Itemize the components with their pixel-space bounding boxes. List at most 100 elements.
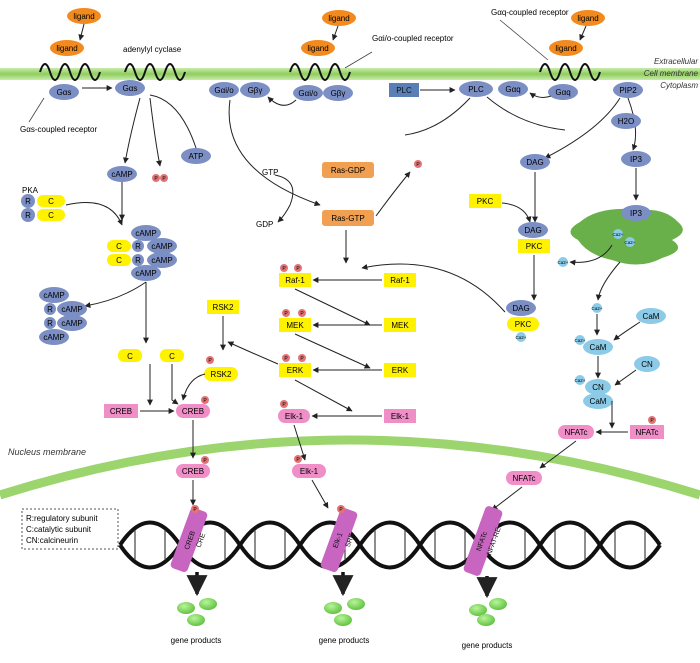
svg-text:PLC: PLC	[468, 85, 484, 94]
pka-camp-complex: cAMP C C R R cAMP cAMP cAMP	[107, 225, 177, 281]
creb-nucleus: CREB P	[176, 456, 210, 478]
cytoplasm-label: Cytoplasm	[660, 81, 698, 90]
svg-text:MEK: MEK	[391, 321, 409, 330]
gene-products-cluster-3	[469, 598, 507, 626]
gene-products-cluster-1	[177, 598, 217, 626]
svg-text:cAMP: cAMP	[151, 242, 172, 251]
svg-text:PKC: PKC	[526, 242, 543, 251]
gs-receptor-helix	[39, 63, 101, 81]
svg-text:Ca2+: Ca2+	[575, 378, 586, 383]
svg-text:SRE: SRE	[345, 532, 357, 548]
mek: MEK	[384, 318, 416, 332]
rsk2-phosphorylated: RSK2 P	[204, 356, 238, 381]
erk-phosphorylated: ERK P P	[279, 354, 311, 377]
ligand-bound-2: ligand	[301, 40, 335, 56]
svg-text:C: C	[116, 242, 122, 251]
svg-text:Gαi/o: Gαi/o	[214, 86, 234, 95]
svg-text:P: P	[282, 402, 286, 408]
pka-label: PKA	[22, 186, 39, 195]
svg-text:PKC: PKC	[515, 320, 532, 329]
svg-text:R: R	[25, 197, 31, 206]
ip3-at-er: IP3	[621, 205, 651, 221]
svg-text:P: P	[650, 418, 654, 424]
svg-text:cAMP: cAMP	[61, 319, 82, 328]
svg-text:Gαs: Gαs	[57, 88, 72, 97]
svg-text:Ca2+: Ca2+	[592, 306, 603, 311]
ligand-free-3: ligand	[571, 10, 605, 26]
plc-membrane-2: PLC	[459, 81, 493, 97]
svg-text:Raf-1: Raf-1	[285, 276, 305, 285]
erk: ERK	[384, 363, 416, 377]
svg-text:cAMP: cAMP	[43, 333, 64, 342]
nucleus-membrane-label: Nucleus membrane	[8, 447, 86, 457]
gio-at-receptor: Gαi/o	[293, 85, 323, 101]
svg-text:NFATc: NFATc	[513, 474, 536, 483]
calcium-in-er: Ca2+ Ca2+	[613, 229, 636, 247]
svg-text:CaM: CaM	[643, 312, 660, 321]
pka-holoenzyme: R R C C	[21, 194, 65, 222]
svg-text:Ras-GDP: Ras-GDP	[331, 166, 365, 175]
h2o: H2O	[611, 113, 641, 129]
nfatc-phosphorylated: NFATc P	[630, 416, 664, 439]
plc-membrane-1: PLC	[389, 83, 419, 97]
gaq-at-plc: Gαq	[498, 81, 528, 97]
creb-phosphorylated: CREB P	[176, 396, 210, 418]
calcium-cytosol-1: Ca2+	[558, 257, 569, 267]
svg-text:P: P	[296, 266, 300, 272]
svg-text:C: C	[48, 211, 54, 220]
rsk2: RSK2	[207, 300, 239, 314]
legend-item-catalytic: C:catalytic subunit	[26, 525, 92, 534]
legend-box	[21, 508, 119, 550]
svg-text:R: R	[47, 305, 53, 314]
svg-text:P: P	[203, 458, 207, 464]
svg-text:Raf-1: Raf-1	[390, 276, 410, 285]
gio-released: Gαi/o	[209, 82, 239, 98]
svg-text:P: P	[416, 162, 420, 168]
ca-cam-complex: Ca2+ CaM	[575, 335, 613, 355]
svg-text:P: P	[296, 457, 300, 463]
svg-text:R: R	[135, 256, 141, 265]
svg-text:cAMP: cAMP	[151, 256, 172, 265]
svg-text:CaM: CaM	[590, 397, 607, 406]
gas-at-receptor: Gαs	[49, 84, 79, 100]
svg-text:Ca2+: Ca2+	[516, 335, 527, 340]
ligand-free-2: ligand	[322, 10, 356, 26]
svg-text:cAMP: cAMP	[135, 229, 156, 238]
svg-text:DAG: DAG	[526, 158, 543, 167]
svg-text:C: C	[127, 352, 133, 361]
svg-text:PKC: PKC	[477, 197, 494, 206]
ligand-bound-3: ligand	[549, 40, 583, 56]
svg-text:CaM: CaM	[590, 343, 607, 352]
svg-text:CREB: CREB	[182, 467, 204, 476]
legend-item-regulatory: R:regulatory subunit	[26, 514, 98, 523]
svg-text:Ca2+: Ca2+	[558, 260, 569, 265]
svg-text:P: P	[339, 507, 343, 513]
svg-text:NFATc: NFATc	[636, 428, 659, 437]
gtp-label: GTP	[262, 168, 278, 177]
mek-phosphorylated: MEK P P	[279, 309, 311, 332]
nfatc-cytosol: NFATc	[558, 425, 594, 439]
cam-free: CaM	[636, 308, 666, 324]
svg-text:DAG: DAG	[512, 304, 529, 313]
svg-text:C: C	[116, 256, 122, 265]
gas-at-cyclase: Gαs	[115, 80, 145, 96]
pip2: PIP2	[613, 82, 643, 98]
ligand-free-1: ligand	[67, 8, 101, 24]
ca-cam-cn-complex: Ca2+ CN CaM	[575, 375, 613, 409]
nfatc-nucleus: NFATc	[506, 471, 542, 485]
svg-text:P: P	[208, 358, 212, 364]
svg-text:R: R	[47, 319, 53, 328]
svg-text:PIP2: PIP2	[619, 86, 637, 95]
gene-products-label-1: gene products	[171, 636, 222, 645]
svg-text:P: P	[300, 311, 304, 317]
dna-strand-1	[118, 520, 662, 570]
sre-element: Elk-1 SRE P	[320, 505, 358, 573]
raf1: Raf-1	[384, 273, 416, 287]
svg-text:Gαs: Gαs	[123, 84, 138, 93]
elk1: Elk-1	[384, 409, 416, 423]
svg-text:CN: CN	[592, 383, 604, 392]
dag-pkc-complex-1: DAG PKC	[518, 222, 550, 253]
svg-text:CRE: CRE	[196, 532, 208, 549]
svg-text:ERK: ERK	[287, 366, 304, 375]
extracellular-label: Extracellular	[654, 57, 698, 66]
